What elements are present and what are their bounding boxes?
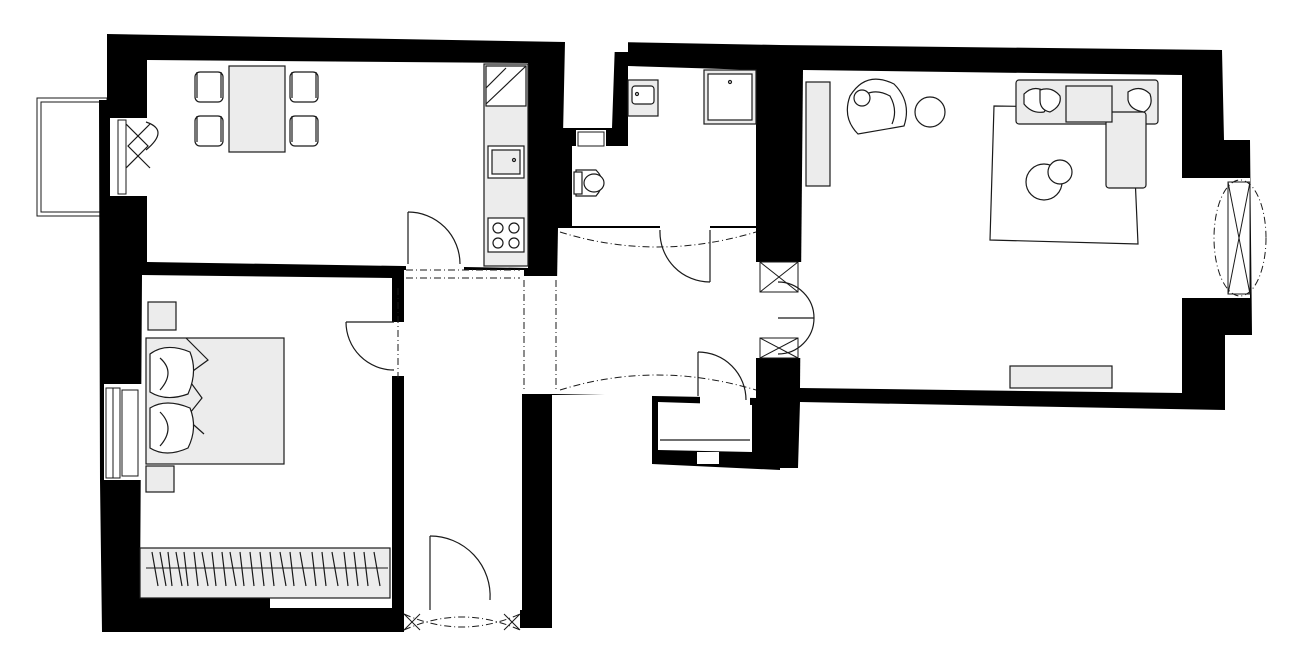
door-swings (345, 211, 815, 610)
entry-hall-floor (555, 228, 756, 398)
balcony (36, 97, 108, 217)
armchair (846, 78, 907, 135)
openings (104, 42, 1250, 636)
side-table (914, 96, 946, 128)
dining-chairs (194, 71, 319, 147)
tv-stand (1009, 365, 1113, 389)
bedroom (139, 301, 391, 599)
wardrobe (139, 547, 391, 599)
sideboard (805, 81, 831, 187)
hallway-floor (404, 278, 522, 610)
dining-table (228, 65, 286, 153)
nightstand-top (147, 301, 177, 331)
living-room (805, 78, 1159, 389)
coffee-table-small (1047, 159, 1073, 185)
sofa (1015, 79, 1159, 189)
wardrobe-hangers (151, 551, 381, 587)
nightstand-bottom (145, 465, 175, 493)
window-symbols (105, 119, 1267, 631)
kitchen-dining (194, 63, 529, 267)
stove (487, 217, 525, 253)
bathroom (573, 69, 757, 197)
storage-floor (658, 402, 752, 452)
pillows (149, 346, 195, 454)
